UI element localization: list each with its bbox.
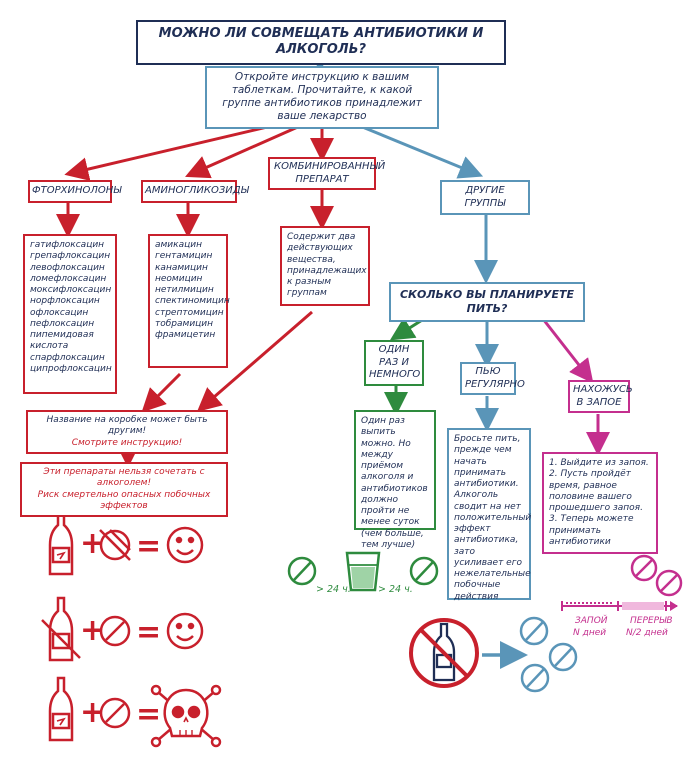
option-binge-label: НАХОЖУСЬ В ЗАПОЕ [568, 380, 633, 413]
arrow-combo-to-warning [196, 310, 313, 412]
list-item: моксифлоксацин [30, 285, 112, 295]
pill-icon [287, 556, 317, 586]
option-regular-desc: Бросьте пить, прежде чем начать принимат… [447, 428, 531, 602]
list-item: гентамицин [155, 251, 213, 262]
equals-sign: = [136, 529, 161, 564]
equation-row-3: + = [48, 676, 222, 748]
glass-icon [345, 551, 381, 592]
alcohol-warning-line1: Эти препараты нельзя сочетать с алкоголе… [43, 467, 205, 489]
list-item: ломефлоксацин [30, 273, 107, 284]
combo-desc: Содержит два действующих вещества, прина… [280, 226, 370, 306]
binge-period-duration: N дней [573, 628, 607, 638]
group-fluoro-label: ФТОРХИНОЛОНЫ [28, 180, 121, 203]
crossed-pill-icon [99, 529, 131, 561]
binge-step: 2. Пусть пройдёт время, равное половине … [549, 469, 643, 513]
crossed-bottle-icon [41, 596, 81, 662]
binge-step: 1. Выйдите из запоя. [549, 458, 649, 468]
equals-sign: = [136, 615, 161, 650]
list-item: грепафлоксацин [30, 251, 111, 262]
list-item: норфлоксацин [30, 296, 100, 307]
option-once-desc: Один раз выпить можно. Но между приёмом … [354, 410, 436, 550]
option-binge-steps: 1. Выйдите из запоя. 2. Пусть пройдёт вр… [542, 452, 658, 554]
bottle-icon [48, 676, 74, 742]
list-item: гатифлоксацин [30, 240, 105, 250]
amino-list: амикацин гентамицин канамицин неомицин н… [148, 234, 230, 368]
pill-icon [99, 697, 131, 729]
list-item: пефлоксацин [30, 318, 95, 329]
break-period-duration: N/2 дней [626, 628, 668, 638]
green-timeline [287, 551, 439, 592]
fluoro-list: гатифлоксацин грепафлоксацин левофлоксац… [23, 234, 117, 394]
list-item: офлоксацин [30, 307, 89, 318]
option-regular-label: ПЬЮ РЕГУЛЯРНО [460, 362, 525, 395]
name-warning-line2: Смотрите инструкцию! [71, 437, 183, 448]
list-item: нетилмицин [155, 285, 214, 295]
list-item: пипемидовая кислота [30, 330, 94, 352]
group-amino-label: АМИНОГЛИКОЗИДЫ [141, 180, 249, 203]
equals-sign: = [136, 697, 161, 732]
group-other-label: ДРУГИЕ ГРУППЫ [440, 180, 530, 215]
pills-icon [630, 554, 683, 597]
list-item: фрамицетин [155, 330, 216, 340]
list-item: ципрофлоксацин [30, 363, 112, 374]
list-item: канамицин [155, 262, 208, 273]
arrow-to-other [359, 124, 484, 179]
alcohol-warning-line2: Риск смертельно опасных побочных эффекто… [37, 489, 211, 511]
timeline-bar [561, 601, 678, 611]
list-item: спектиномицин [155, 296, 230, 307]
binge-step: 3. Теперь можете принимать антибиотики [549, 514, 634, 547]
question-box: СКОЛЬКО ВЫ ПЛАНИРУЕТЕ ПИТЬ? [389, 282, 585, 322]
binge-period-label: ЗАПОЙ [575, 616, 608, 626]
bottle-icon [48, 510, 74, 576]
list-item: амикацин [155, 240, 202, 250]
pill-icon [409, 556, 439, 586]
name-warning-box: Название на коробке может быть другим! С… [26, 410, 228, 454]
equation-row-1: + = [48, 510, 204, 576]
skull-icon [150, 684, 222, 748]
binge-timeline [561, 554, 683, 611]
list-item: тобрамицин [155, 318, 214, 329]
list-item: неомицин [155, 273, 203, 284]
amino-items: амикацин гентамицин канамицин неомицин н… [155, 240, 230, 341]
timeline-label-first: > 24 ч. [316, 584, 351, 595]
smile-icon [166, 612, 204, 650]
list-item: спарфлоксацин [30, 352, 105, 363]
no-alcohol-illustration [409, 616, 578, 693]
list-item: левофлоксацин [30, 262, 105, 273]
page-title: МОЖНО ЛИ СОВМЕЩАТЬ АНТИБИОТИКИ И АЛКОГОЛ… [136, 20, 506, 65]
instruction-box: Откройте инструкцию к вашим таблеткам. П… [205, 66, 439, 129]
smile-icon [166, 526, 204, 564]
arrow-amino-to-warning [141, 372, 182, 413]
no-alcohol-icon [409, 618, 479, 688]
list-item: стрептомицин [155, 307, 224, 318]
arrow-to-amino [185, 124, 301, 179]
group-combo-label: КОМБИНИРОВАННЫЙ ПРЕПАРАТ [268, 157, 385, 190]
option-once-label: ОДИН РАЗ И НЕМНОГО [364, 340, 424, 386]
pills-icon [519, 616, 578, 693]
timeline-label-second: > 24 ч. [378, 584, 413, 595]
equation-row-2: + = [41, 596, 204, 662]
break-period-label: ПЕРЕРЫВ [630, 616, 673, 626]
pill-icon [99, 615, 131, 647]
name-warning-line1: Название на коробке может быть другим! [46, 415, 208, 437]
alcohol-warning-box: Эти препараты нельзя сочетать с алкоголе… [20, 462, 228, 517]
fluoro-items: гатифлоксацин грепафлоксацин левофлоксац… [30, 240, 112, 375]
arrow-to-fluoro [64, 122, 281, 181]
